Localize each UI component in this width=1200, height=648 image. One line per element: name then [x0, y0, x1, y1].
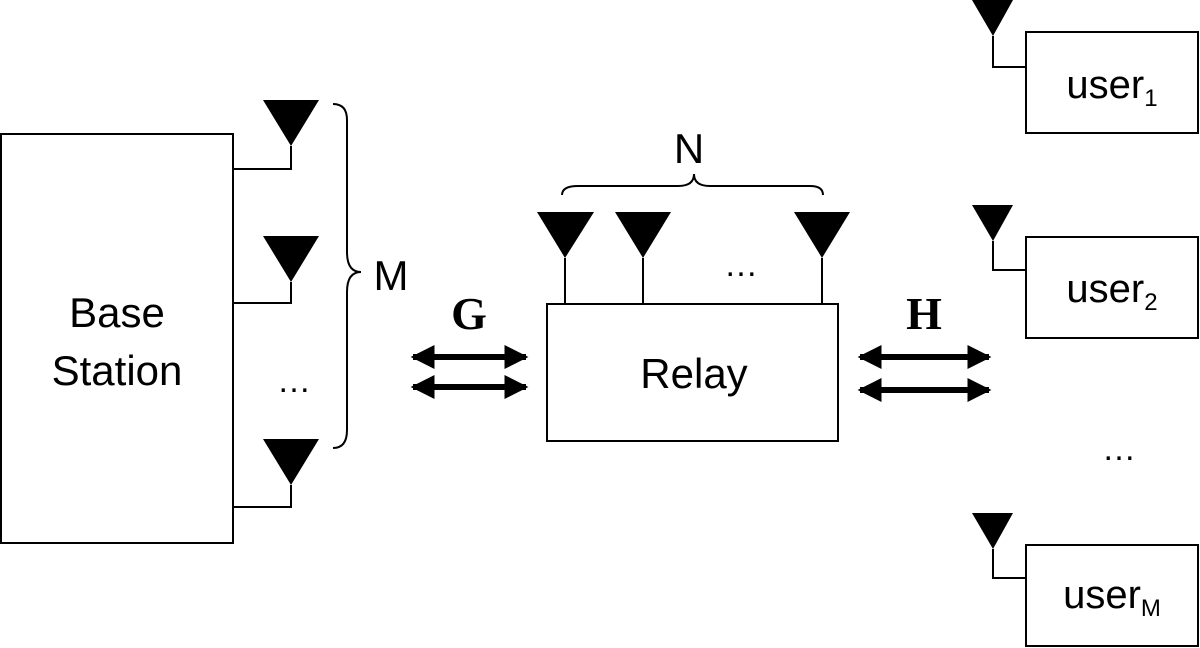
relay: Relay: [546, 303, 839, 442]
user-m-label: userM: [1063, 573, 1161, 622]
relay-antenna-count-label: N: [674, 125, 704, 172]
base-station-label-line2: Station: [52, 347, 183, 394]
antenna-icon: [972, 0, 1013, 36]
relay-box: [546, 303, 839, 442]
bs-antenna-1: [233, 100, 319, 170]
relay-antenna-ellipsis: …: [724, 246, 758, 284]
relay-label: Relay: [640, 350, 747, 397]
antenna-icon: [615, 212, 671, 258]
user-m: userM: [972, 513, 1199, 647]
antenna-icon: [263, 439, 319, 485]
users-ellipsis: …: [1102, 430, 1136, 468]
bs-antenna-ellipsis: …: [277, 362, 311, 400]
user-2-box: [1025, 236, 1199, 339]
relay-antenna-brace: [561, 173, 824, 196]
bs-antenna-3: [233, 439, 319, 508]
bs-antenna-2: [233, 236, 319, 304]
user-1-label: user1: [1066, 63, 1157, 112]
base-station-label-line1: Base: [69, 289, 165, 336]
link-g-label: G: [451, 288, 487, 339]
antenna-icon: [537, 212, 594, 258]
relay-antenna-3: [794, 212, 850, 304]
user-2: user2: [972, 205, 1199, 339]
relay-antenna-2: [615, 212, 671, 304]
antenna-icon: [794, 212, 850, 258]
antenna-icon: [972, 205, 1013, 241]
relay-antenna-1: [537, 212, 594, 304]
base-station-box: [0, 133, 234, 544]
link-h-label: H: [906, 288, 942, 339]
user-m-box: [1025, 544, 1199, 647]
bs-antenna-count-label: M: [374, 252, 409, 299]
antenna-icon: [263, 236, 319, 282]
user-1: user1: [972, 0, 1199, 134]
bs-antenna-brace: [332, 103, 362, 449]
antenna-icon: [263, 100, 319, 146]
base-station: Base Station: [0, 133, 234, 544]
antenna-icon: [972, 513, 1013, 549]
user-1-box: [1025, 31, 1199, 134]
user-2-label: user2: [1066, 267, 1157, 316]
